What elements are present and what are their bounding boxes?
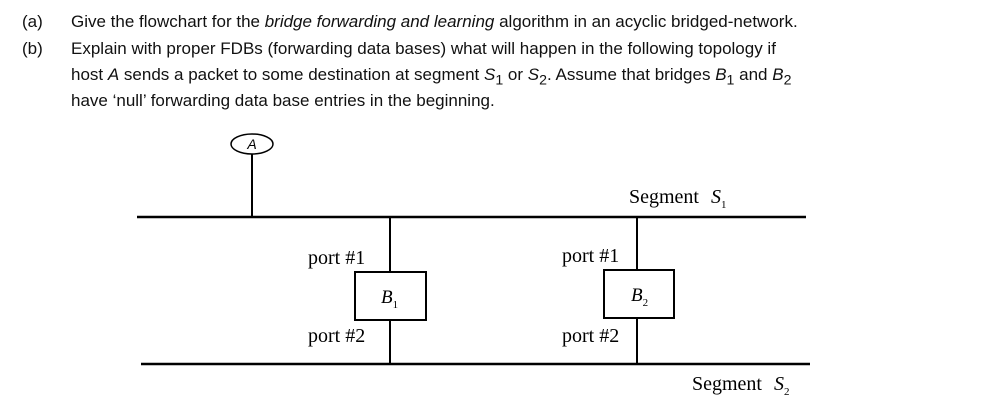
- bridge-b1-label: B1: [381, 287, 398, 311]
- question-a-text: Give the flowchart for the bridge forwar…: [71, 12, 798, 31]
- question-b-line1: Explain with proper FDBs (forwarding dat…: [71, 39, 776, 58]
- bridge-b1-box: [354, 271, 427, 321]
- question-b-line2: host A sends a packet to some destinatio…: [71, 65, 792, 89]
- bridge-b1-port2-label: port #2: [308, 325, 365, 347]
- question-a-label: (a): [22, 12, 43, 31]
- bridge-b2-box: [603, 269, 675, 319]
- question-b-label: (b): [22, 39, 43, 58]
- bridge-b2-port1-label: port #1: [562, 245, 619, 267]
- bridge-b1-port1-label: port #1: [308, 247, 365, 269]
- bridge-b2-label: B2: [631, 285, 648, 309]
- question-b-line3: have ‘null’ forwarding data base entries…: [71, 91, 495, 110]
- host-a-label: A: [246, 136, 256, 152]
- bridge-b2-port2-label: port #2: [562, 325, 619, 347]
